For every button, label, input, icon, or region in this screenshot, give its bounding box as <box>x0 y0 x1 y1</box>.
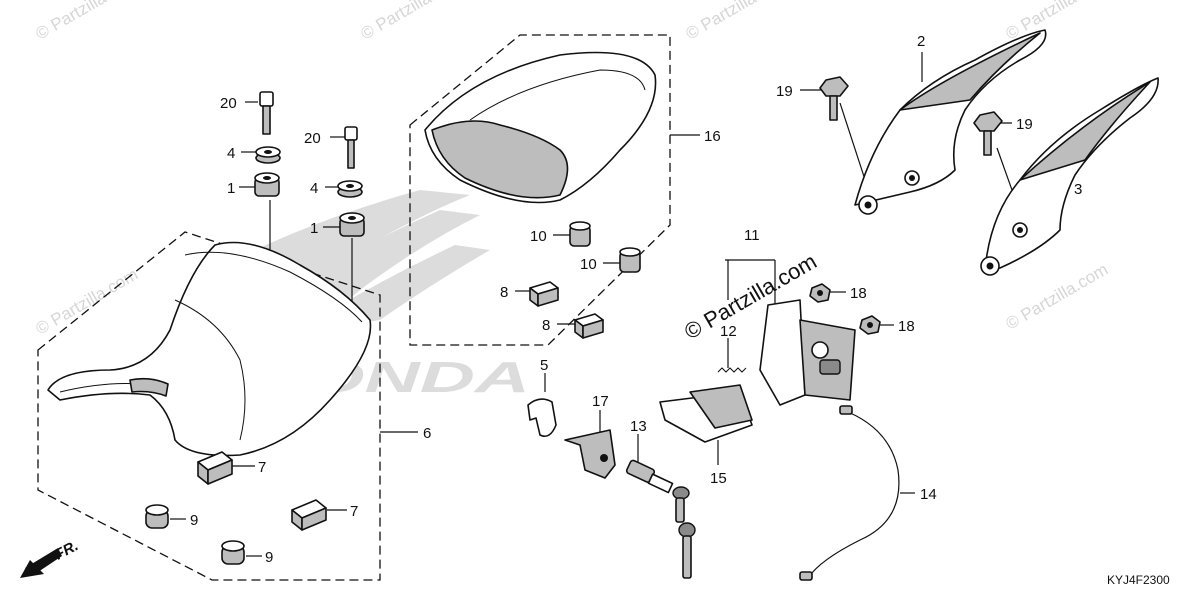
callout-19-a: 19 <box>776 83 793 100</box>
seat-clip-8-a <box>529 281 559 307</box>
callout-5: 5 <box>540 357 548 374</box>
watermark: © Partzilla.com <box>683 0 792 43</box>
callout-18-a: 18 <box>850 285 867 302</box>
callout-12: 12 <box>720 323 737 340</box>
callout-10-a: 10 <box>530 228 547 245</box>
callout-labels: 20 4 1 20 4 1 6 7 7 9 9 16 10 10 8 8 5 1… <box>190 33 1082 566</box>
callout-17: 17 <box>592 393 609 410</box>
callout-9-b: 9 <box>265 549 273 566</box>
callout-16: 16 <box>704 128 721 145</box>
callout-15: 15 <box>710 470 727 487</box>
front-direction-arrow: FR. <box>20 537 81 578</box>
callout-6: 6 <box>423 425 431 442</box>
grab-rail-2 <box>854 29 1047 215</box>
callout-4-b: 4 <box>310 180 318 197</box>
cushion-10-b <box>619 247 641 273</box>
callout-1-a: 1 <box>227 180 235 197</box>
clip-5 <box>527 398 557 438</box>
latch-housing-15 <box>659 384 753 443</box>
watermark: © Partzilla.com <box>33 0 142 43</box>
rubber-mount-1-b <box>339 212 365 237</box>
callout-2: 2 <box>917 33 925 50</box>
callout-3: 3 <box>1074 181 1082 198</box>
callout-4-a: 4 <box>227 145 235 162</box>
rider-seat-6 <box>47 241 372 457</box>
callout-8-a: 8 <box>500 284 508 301</box>
seat-assembly-boundary <box>37 231 381 581</box>
bolt-20-a <box>259 91 274 135</box>
cushion-10-a <box>569 221 591 247</box>
cushion-9-b <box>221 540 245 565</box>
seat-clip-7-a <box>197 451 233 485</box>
spring-12 <box>717 367 747 373</box>
rear-cover-assembly-boundary <box>409 34 671 346</box>
diagram-code: KYJ4F2300 <box>1107 573 1170 587</box>
callout-9-a: 9 <box>190 512 198 529</box>
nut-18-b <box>859 315 881 335</box>
callout-1-b: 1 <box>310 220 318 237</box>
callout-11: 11 <box>744 227 760 244</box>
seat-clip-8-b <box>574 313 604 339</box>
bracket-17 <box>564 429 616 479</box>
bolt-19-b <box>973 111 1003 156</box>
callout-18-b: 18 <box>898 318 915 335</box>
rear-seat-cowl-16 <box>424 51 657 204</box>
callout-14: 14 <box>920 486 937 503</box>
seat-release-cable-14 <box>799 405 900 581</box>
callout-10-b: 10 <box>580 256 597 273</box>
callout-7-b: 7 <box>350 503 358 520</box>
watermark: © Partzilla.com <box>1003 0 1112 43</box>
callout-19-b: 19 <box>1016 116 1033 133</box>
bolt-20-b <box>344 126 358 169</box>
nut-18-a <box>809 283 831 303</box>
callout-20-b: 20 <box>304 130 321 147</box>
watermark: © Partzilla.com <box>33 265 142 339</box>
callout-20-a: 20 <box>220 95 237 112</box>
washer-4-b <box>337 180 363 198</box>
callout-7-a: 7 <box>258 459 266 476</box>
cushion-9-a <box>145 504 169 529</box>
rubber-mount-1-a <box>254 172 280 197</box>
seat-lock-11 <box>759 299 856 406</box>
callout-13: 13 <box>630 418 647 435</box>
bolt-19-a <box>819 76 849 121</box>
washer-4-a <box>255 146 281 164</box>
seat-clip-7-b <box>291 499 327 531</box>
watermark: © Partzilla.com <box>1003 260 1112 334</box>
grab-rail-3 <box>980 77 1159 276</box>
key-cylinder-13 <box>625 459 696 579</box>
callout-8-b: 8 <box>542 317 550 334</box>
watermark: © Partzilla.com <box>358 0 467 43</box>
